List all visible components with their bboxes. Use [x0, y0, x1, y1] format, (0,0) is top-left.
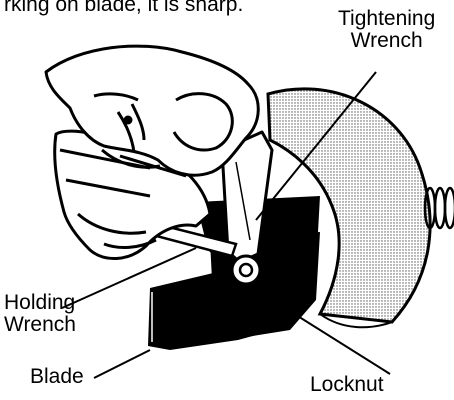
blade-leader	[94, 350, 150, 378]
holding-wrench-label-line1: Holding	[4, 292, 76, 314]
blade-label: Blade	[30, 366, 84, 388]
tightening-wrench-label-line2: Wrench	[338, 30, 435, 52]
holding-wrench-label: Holding Wrench	[4, 292, 76, 336]
locknut-label: Locknut	[310, 374, 384, 396]
holding-wrench-label-line2: Wrench	[4, 314, 76, 336]
tightening-wrench-label-line1: Tightening	[338, 8, 435, 30]
saw-blade	[148, 262, 300, 350]
tightening-wrench-label: Tightening Wrench	[338, 8, 435, 52]
